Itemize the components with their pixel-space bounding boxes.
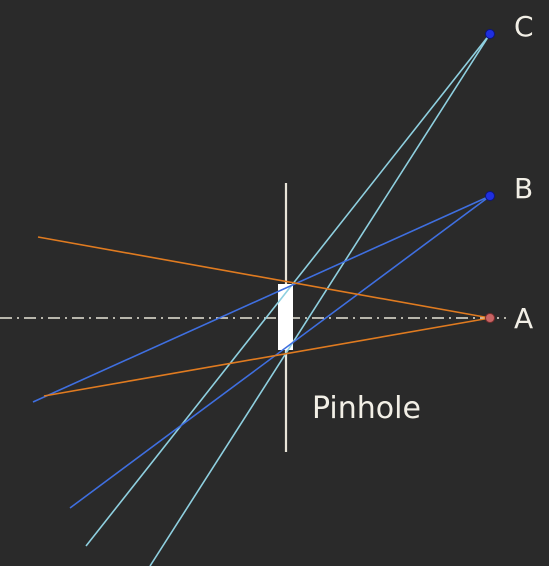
ray-a-lower	[43, 317, 491, 397]
ray-c-lower	[149, 33, 491, 566]
point-a-marker	[485, 313, 495, 323]
point-c-marker	[485, 29, 495, 39]
ray-a-upper	[37, 236, 491, 319]
label-point-c: C	[514, 10, 534, 43]
label-point-b: B	[514, 172, 533, 205]
label-pinhole: Pinhole	[312, 391, 421, 426]
label-point-a: A	[514, 302, 533, 335]
ray-b-lower	[69, 195, 491, 509]
ray-b-upper	[32, 195, 491, 403]
ray-c-upper	[85, 33, 491, 547]
point-b-marker	[485, 191, 495, 201]
pinhole-aperture	[278, 284, 293, 350]
